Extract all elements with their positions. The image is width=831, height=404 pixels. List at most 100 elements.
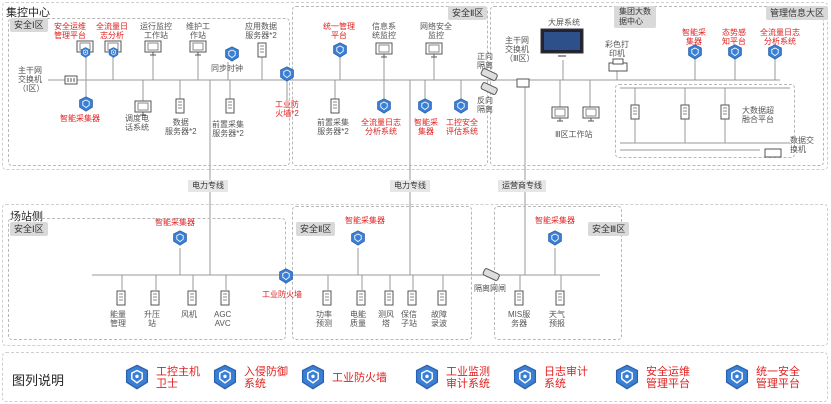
sec2-device-0-icon (320, 290, 334, 311)
legend-label-3: 工业监测 审计系统 (446, 366, 490, 390)
app-data-server-label: 应用数据 服务器*2 (245, 22, 277, 40)
forward-iso-icon (480, 68, 498, 87)
legend-label-0: 工控主机 卫士 (156, 366, 200, 390)
legend-label-5: 安全运维 管理平台 (646, 366, 690, 390)
firewall-icon (300, 364, 326, 395)
firewall-bottom-icon (278, 268, 294, 289)
sec1-device-3-label: AGC AVC (214, 310, 232, 328)
collector-b3-label: 智能采集器 (535, 216, 575, 225)
sec2-device-1-icon (354, 290, 368, 311)
sec1-device-2-label: 风机 (181, 310, 197, 319)
ics-eval-label: 工控安全 评估系统 (446, 118, 478, 136)
situation-label: 态势感 知平台 (722, 28, 746, 46)
forward-iso-label: 正向 隔离 (477, 52, 493, 70)
bigdata-server-1-icon (628, 104, 642, 125)
monitor-audit-icon (414, 364, 440, 395)
group-bigdata-tag: 集团大数 据中心 (614, 6, 656, 28)
sec2-device-4-label: 故障 录波 (431, 310, 447, 328)
ops-platform-icon (614, 364, 640, 395)
maint-station-icon (189, 40, 207, 61)
isolation-gate-icon (482, 268, 500, 287)
station-title: 场站侧 (10, 211, 43, 223)
timesync-label: 同步时钟 (211, 64, 243, 73)
preacq-left-label: 前置采集 服务器*2 (212, 120, 244, 138)
sec2-bottom-tag: 安全Ⅱ区 (296, 222, 336, 236)
netsec-monitor-label: 网络安全 监控 (420, 22, 452, 40)
carrier-line: 运营商专线 (498, 180, 546, 192)
sec2-device-0-label: 功率 预测 (316, 310, 332, 328)
collector-right-label: 智能采 集器 (682, 28, 706, 46)
bigdata-inner-panel (615, 84, 795, 158)
sec2-device-3-icon (405, 290, 419, 311)
workstation-3-label: Ⅲ区工作站 (555, 130, 593, 139)
firewall-bottom-label: 工业防火墙 (262, 290, 302, 299)
timesync-icon (224, 46, 240, 67)
info-monitor-icon (375, 42, 393, 63)
printer-icon (608, 58, 628, 79)
flow-log-shield-icon (108, 45, 119, 63)
backbone-switch-1-icon (64, 75, 78, 85)
info-monitor-label: 信息系 统监控 (372, 22, 396, 40)
flow-log-mid-icon (376, 98, 392, 119)
legend-label-1: 入侵防御 系统 (244, 366, 288, 390)
bigdata-server-2-icon (678, 104, 692, 125)
collector-top-left-label: 智能采集器 (60, 114, 100, 123)
legend-panel (2, 352, 828, 402)
preacq-mid-icon (328, 98, 342, 119)
flow-log-label: 全流量日 志分析 (96, 22, 128, 40)
backbone-switch-3-label: 主干网 交换机 （Ⅲ区） (505, 36, 535, 63)
collector-mid-icon (417, 98, 433, 119)
legend-title: 图列说明 (12, 373, 65, 388)
sec3-device-0-label: MIS服 务器 (508, 310, 531, 328)
sec2-device-1-label: 电能 质量 (350, 310, 366, 328)
sec3-device-1-icon (553, 290, 567, 311)
data-server-icon (173, 98, 187, 119)
backbone-switch-1-label: 主干网 交换机 （Ⅰ区） (18, 66, 45, 93)
sec1-top-tag: 安全Ⅰ区 (10, 18, 48, 32)
sec1-device-1-label: 升压 站 (144, 310, 160, 328)
legend-label-2: 工业防火墙 (332, 372, 387, 384)
legend-label-6: 统一安全 管理平台 (756, 366, 800, 390)
sec1-device-1-icon (148, 290, 162, 311)
collector-b2-label: 智能采集器 (345, 216, 385, 225)
workstation-3b-icon (582, 106, 600, 127)
ics-eval-icon (453, 98, 469, 119)
control-center-panel (2, 2, 828, 170)
log-audit-icon (512, 364, 538, 395)
intrusion-icon (212, 364, 238, 395)
sec1-top-panel (8, 18, 290, 166)
workstation-3a-icon (551, 106, 569, 127)
unified-mgmt-icon (332, 42, 348, 63)
collector-right-icon (687, 44, 703, 65)
reverse-iso-label: 反向 隔离 (477, 96, 493, 114)
preacq-left-icon (223, 98, 237, 119)
collector-top-left-icon (78, 96, 94, 117)
host-guard-icon (124, 364, 150, 395)
flow-log-right-icon (767, 44, 783, 65)
maint-station-label: 维护工 作站 (186, 22, 210, 40)
ops-monitor-label: 运行监控 工作站 (140, 22, 172, 40)
sec3-bottom-tag: 安全Ⅲ区 (588, 222, 630, 236)
flow-log-right-label: 全流量日志 分析系统 (760, 28, 800, 46)
screen-label: 大屏系统 (548, 18, 580, 27)
app-data-server-icon (255, 42, 269, 63)
power-line-2: 电力专线 (390, 180, 430, 192)
sec1-bottom-tag: 安全Ⅰ区 (10, 222, 48, 236)
unified-mgmt-label: 统一管理 平台 (323, 22, 355, 40)
mgmt-info-tag: 管理信息大区 (766, 6, 829, 20)
sec2-device-4-icon (435, 290, 449, 311)
data-switch-icon (764, 145, 782, 163)
situation-icon (727, 44, 743, 65)
firewall-top-icon (279, 66, 295, 87)
sec2-device-2-label: 测风 塔 (378, 310, 394, 328)
phone-system-icon (134, 100, 152, 121)
bigdata-server-3-icon (718, 104, 732, 125)
sec3-device-1-label: 天气 预报 (549, 310, 565, 328)
unified-platform-icon (724, 364, 750, 395)
sec1-device-0-label: 能量 管理 (110, 310, 126, 328)
sec1-device-0-icon (114, 290, 128, 311)
collector-mid-label: 智能采 集器 (414, 118, 438, 136)
reverse-iso-icon (480, 82, 498, 101)
ops-monitor-station-icon (144, 40, 162, 61)
sec2-device-2-icon (382, 290, 396, 311)
